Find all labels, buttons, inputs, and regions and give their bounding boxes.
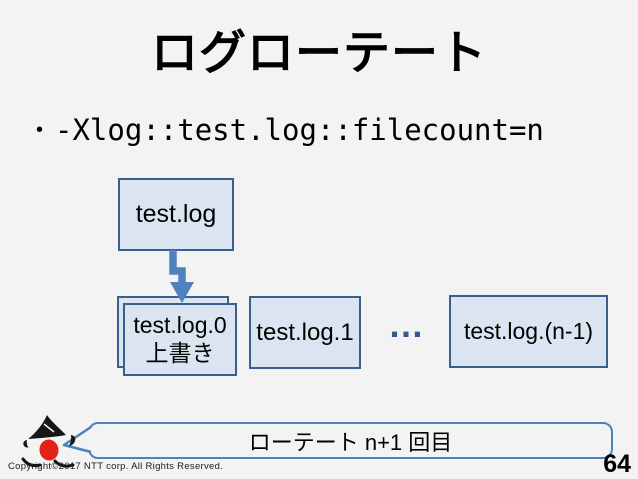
bullet-icon: •	[36, 119, 44, 141]
callout-bubble: ローテート n+1 回目	[88, 422, 613, 459]
current-log-label: test.log	[135, 200, 217, 228]
last-log-box: test.log.(n-1)	[449, 295, 608, 368]
slide-title: ログローテート	[151, 26, 487, 79]
ellipsis-dots: …	[388, 304, 426, 345]
second-log-label: test.log.1	[256, 318, 354, 346]
rotated-log-box: test.log.0 上書き	[123, 303, 237, 376]
jvm-option-text: -Xlog::test.log::filecount=n	[55, 113, 544, 147]
rotated-log-label: test.log.0	[133, 311, 227, 338]
overwrite-label: 上書き	[145, 339, 215, 366]
page-number: 64	[603, 450, 631, 478]
copyright-text: Copyright©2017 NTT corp. All Rights Rese…	[8, 461, 224, 472]
bullet-item: • -Xlog::test.log::filecount=n	[36, 112, 544, 148]
second-log-box: test.log.1	[249, 296, 361, 369]
last-log-label: test.log.(n-1)	[463, 318, 594, 344]
current-log-box: test.log	[118, 178, 234, 251]
callout-label: ローテート n+1 回目	[248, 429, 453, 455]
